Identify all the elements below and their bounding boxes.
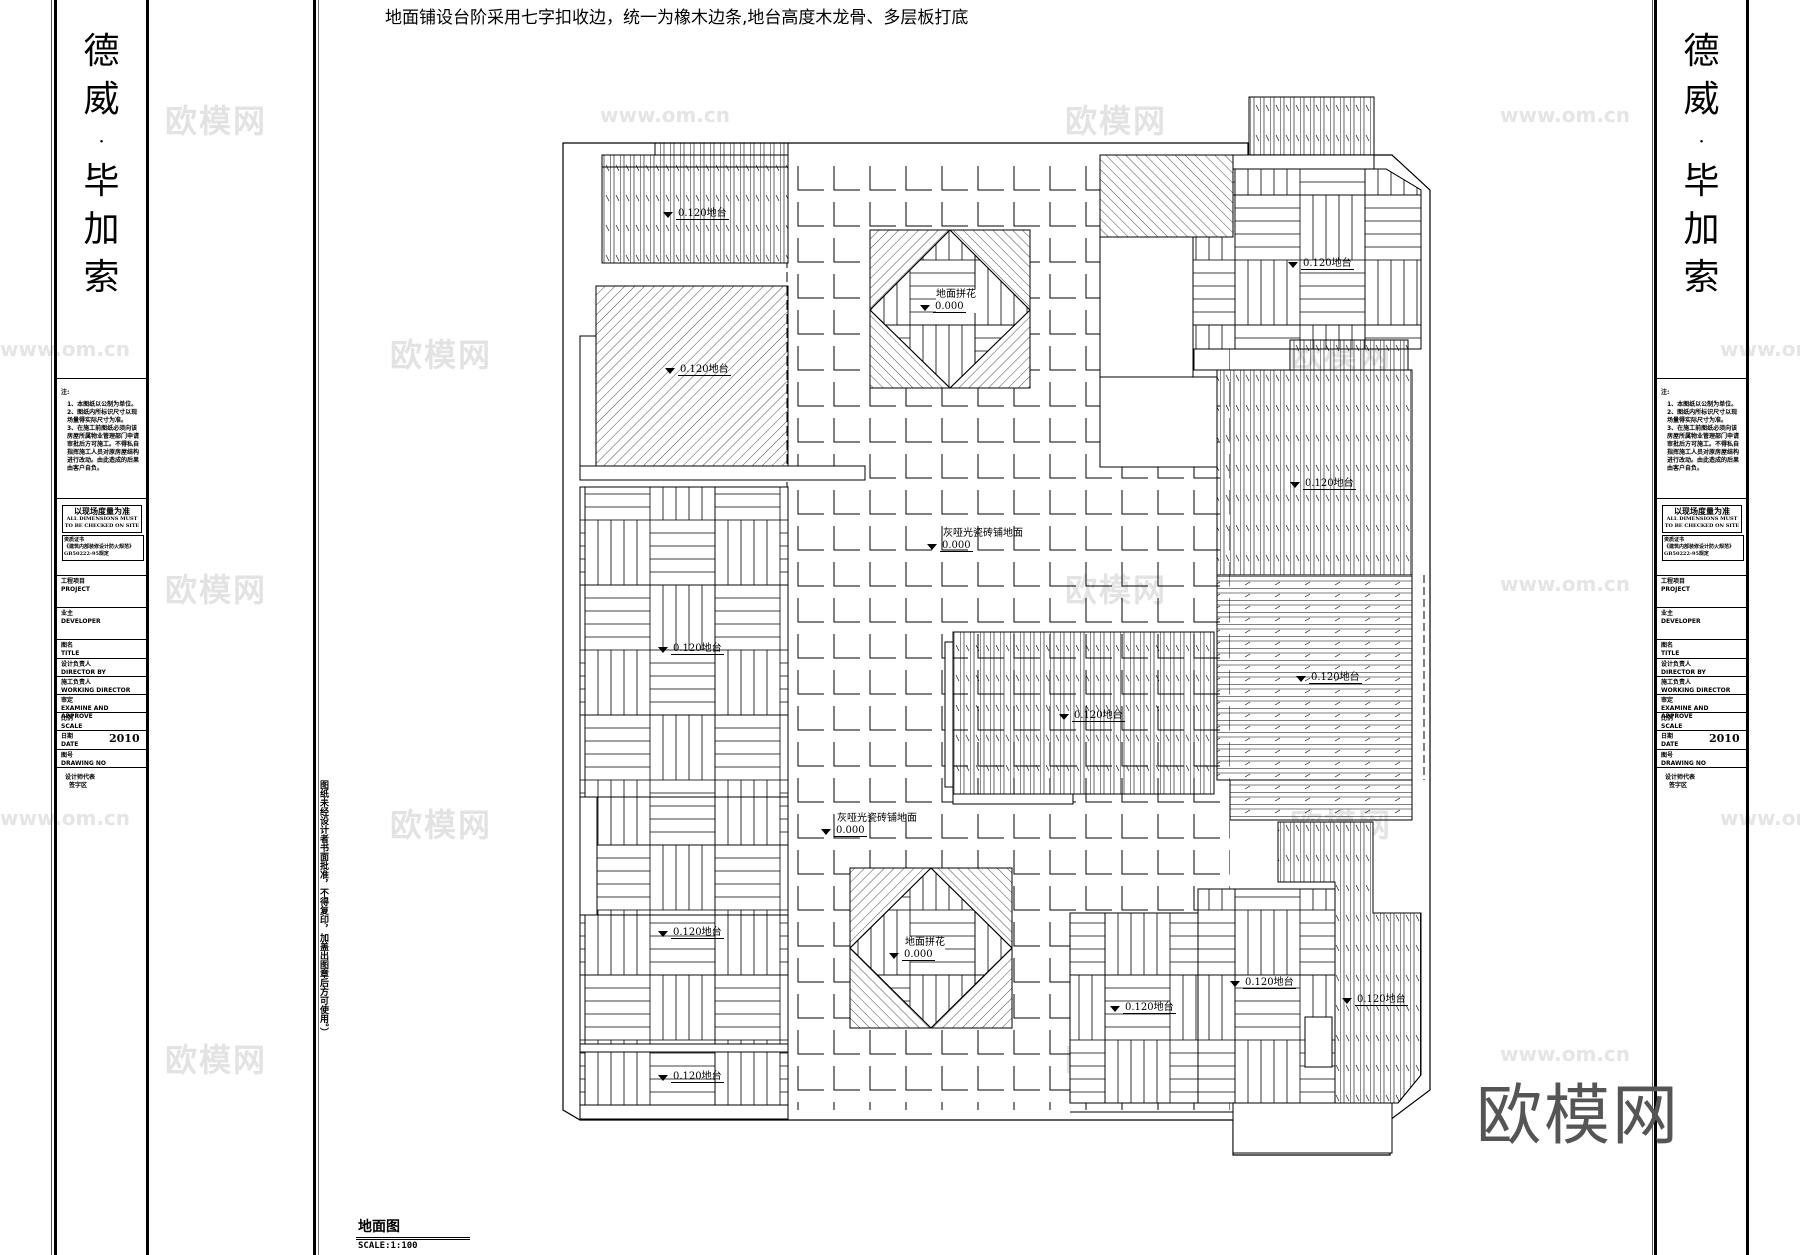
level-marker-icon <box>665 368 675 374</box>
level-marker-icon <box>1288 262 1298 268</box>
platform-label: 0.120地台 <box>1230 973 1296 989</box>
watermark: 欧模网 <box>1065 102 1168 140</box>
watermark: 欧模网 <box>165 571 268 609</box>
watermark-url: www.om.cn <box>0 337 131 361</box>
border-line <box>1652 0 1653 1255</box>
notes-section: 注: 1、本图纸以公制为单位。 2、图纸内所标识尺寸以现场量得实际尺寸为准。 3… <box>1657 378 1746 498</box>
notes-section: 注: 1、本图纸以公制为单位。 2、图纸内所标识尺寸以现场量得实际尺寸为准。 3… <box>57 378 146 498</box>
level-marker-icon <box>1230 981 1240 987</box>
level-marker-icon <box>663 212 673 218</box>
level-marker-icon <box>1296 676 1306 682</box>
platform-label: 0.120地台 <box>1059 706 1125 722</box>
platform-label: 0.120地台 <box>658 1067 724 1083</box>
drawing-title: 地面图 <box>358 1219 400 1235</box>
stamp-section: 以现场度量为准 ALL DIMENSIONS MUST TO BE CHECKE… <box>57 498 146 570</box>
parquet-medallion-bottom <box>849 867 1013 1029</box>
watermark-url: www.om.cn <box>0 806 131 830</box>
watermark-url: www.om.cn <box>1720 806 1800 830</box>
cert-box: 资质证书 《建筑内部装修设计防火规范》GB50222-95规定 <box>1662 535 1744 561</box>
frame-line <box>318 0 319 1255</box>
parquet-label: 地面拼花 0.000 <box>920 289 976 313</box>
level-marker-icon <box>1110 1006 1120 1012</box>
level-marker-icon <box>889 953 899 959</box>
watermark: 欧模网 <box>165 1041 268 1079</box>
platform-label: 0.120地台 <box>1288 254 1354 270</box>
platform-label: 0.120地台 <box>1342 990 1408 1006</box>
copyright-note: 图纸未经设计者书面批准，不得复印，加盖出图章后方可使用。） <box>318 780 328 1037</box>
date-value: 2010 <box>1709 732 1740 745</box>
watermark: 欧模网 <box>390 336 493 374</box>
platform-label: 0.120地台 <box>658 639 724 655</box>
tile-floor-label: 灰哑光瓷砖铺地面 0.000 <box>927 528 1023 552</box>
site-logo: 欧模网 <box>1476 1077 1680 1154</box>
dimension-stamp: 以现场度量为准 ALL DIMENSIONS MUST TO BE CHECKE… <box>62 505 142 533</box>
platform-label: 0.120地台 <box>1296 668 1362 684</box>
watermark: 欧模网 <box>165 102 268 140</box>
platform-label: 0.120地台 <box>665 360 731 376</box>
level-marker-icon <box>920 305 930 311</box>
watermark-url: www.om.cn <box>600 103 731 127</box>
tb-row-signature: 设计师代表签字区 <box>57 767 146 807</box>
watermark-url: www.om.cn <box>1500 572 1631 596</box>
platform-label: 0.120地台 <box>663 204 729 220</box>
title-underline <box>356 1237 470 1241</box>
level-marker-icon <box>1059 714 1069 720</box>
border-line <box>51 0 52 1255</box>
brand-name: 德 威 · 毕 加 索 <box>83 31 120 298</box>
parquet-label: 地面拼花 0.000 <box>889 937 945 961</box>
watermark-url: www.om.cn <box>1500 1042 1631 1066</box>
frame-line <box>313 0 316 1255</box>
cert-box: 资质证书 《建筑内部装修设计防火规范》GB50222-95规定 <box>62 535 144 561</box>
tile-floor-label: 灰哑光瓷砖铺地面 0.000 <box>821 813 917 837</box>
watermark: 欧模网 <box>390 806 493 844</box>
platform-label: 0.120地台 <box>1290 474 1356 490</box>
date-value: 2010 <box>109 732 140 745</box>
level-marker-icon <box>658 647 668 653</box>
level-marker-icon <box>927 544 937 550</box>
platform-label: 0.120地台 <box>1110 998 1176 1014</box>
stamp-section: 以现场度量为准 ALL DIMENSIONS MUST TO BE CHECKE… <box>1657 498 1746 570</box>
watermark-url: www.om.cn <box>1720 337 1800 361</box>
drawing-scale: SCALE:1:100 <box>358 1241 418 1251</box>
dimension-stamp: 以现场度量为准 ALL DIMENSIONS MUST TO BE CHECKE… <box>1662 505 1742 533</box>
level-marker-icon <box>1290 482 1300 488</box>
level-marker-icon <box>1342 998 1352 1004</box>
title-block-right: 德 威 · 毕 加 索 注: 1、本图纸以公制为单位。 2、图纸内所标识尺寸以现… <box>1654 0 1749 1255</box>
platform-label: 0.120地台 <box>658 923 724 939</box>
level-marker-icon <box>658 1075 668 1081</box>
level-marker-icon <box>658 931 668 937</box>
title-block-left: 德 威 · 毕 加 索 注: 1、本图纸以公制为单位。 2、图纸内所标识尺寸以现… <box>54 0 149 1255</box>
top-note: 地面铺设台阶采用七字扣收边，统一为橡木边条,地台高度木龙骨、多层板打底 <box>385 8 969 28</box>
level-marker-icon <box>821 829 831 835</box>
tb-row-signature: 设计师代表签字区 <box>1657 767 1746 807</box>
watermark-url: www.om.cn <box>1500 103 1631 127</box>
brand-name: 德 威 · 毕 加 索 <box>1683 31 1720 298</box>
